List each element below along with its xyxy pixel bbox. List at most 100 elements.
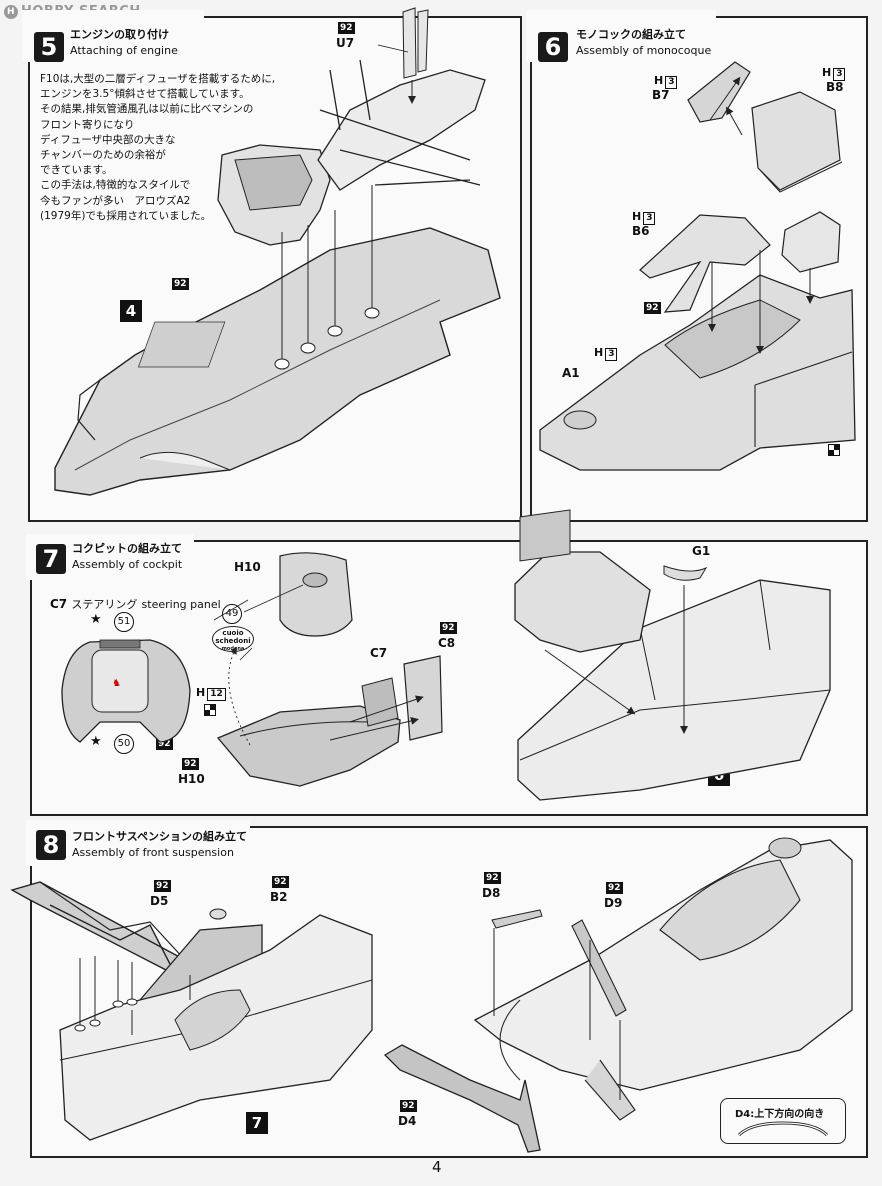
part-b7-label: B7	[652, 88, 670, 102]
svg-text:♞: ♞	[112, 678, 121, 689]
d4-part-shape	[383, 1044, 541, 1153]
step-7-number: 7	[36, 544, 66, 574]
part-c8-label: C8	[438, 636, 456, 650]
h-num: 3	[833, 68, 846, 81]
badge-line: schedoni	[215, 637, 251, 645]
h-label: H	[196, 686, 206, 699]
note-line: (1979年)でも採用されていました。	[40, 209, 212, 222]
step-5-title-jp: エンジンの取り付け	[70, 28, 169, 41]
checker-decal-icon	[828, 444, 840, 456]
color-code-d4: 92	[400, 1100, 417, 1112]
d9-part-shape	[571, 919, 627, 1017]
part-u7-label: U7	[336, 36, 355, 50]
step-8-title-en: Assembly of front suspension	[72, 846, 234, 859]
h-label: H	[632, 210, 642, 223]
color-code-floor: 92	[172, 278, 189, 290]
star-decal-icon: ★	[90, 734, 102, 749]
note-line: その結果,排気管通風孔は以前に比べマシンの	[40, 103, 254, 116]
star-decal-icon: ★	[90, 612, 102, 627]
ref-step-7: 7	[246, 1112, 268, 1134]
note-line: できています。	[40, 164, 113, 177]
d4-orientation-note: D4:上下方向の向き	[735, 1109, 825, 1120]
part-g1-label: G1	[692, 544, 711, 558]
part-d4-label: D4	[398, 1114, 417, 1128]
color-code-d8: 92	[484, 872, 501, 884]
color-code-d5: 92	[154, 880, 171, 892]
part-b6-label: B6	[632, 224, 650, 238]
steering-en: steering panel	[141, 598, 221, 611]
color-code-seat: 92	[182, 758, 199, 770]
b6-part-shape	[639, 214, 771, 313]
step-5-title-en: Attaching of engine	[70, 44, 178, 57]
note-line: エンジンを3.5°傾斜させて搭載しています。	[40, 88, 250, 101]
h-num: 12	[207, 688, 226, 701]
part-c7-label: C7	[370, 646, 388, 660]
h-label: H	[654, 74, 664, 87]
step-7-title-en: Assembly of cockpit	[72, 558, 183, 571]
steering-jp: ステアリング	[71, 598, 138, 611]
steering-panel-label: C7 ステアリング steering panel	[50, 596, 221, 612]
h-num: 3	[643, 212, 656, 225]
seatback-part-shape	[781, 211, 841, 273]
gearbox-frame-shape	[317, 69, 486, 191]
step-6-number: 6	[538, 32, 568, 62]
badge-line: cuoio	[222, 629, 244, 637]
note-line: チャンバーのための余裕が	[40, 149, 166, 162]
step-5-note: F10は,大型の二層ディフューザを搭載するために, エンジンを3.5°傾斜させて…	[40, 72, 275, 224]
u7-part-shape	[402, 7, 429, 79]
steering-part-id: C7	[50, 597, 68, 611]
hobby-search-logo-icon: H	[4, 4, 18, 19]
note-line: フロント寄りになり	[40, 118, 135, 131]
part-d5-label: D5	[150, 894, 169, 908]
monocoque-shape	[517, 579, 831, 801]
h10-top-view-shape	[279, 552, 353, 637]
b8-part-shape	[751, 91, 841, 191]
d4-orientation-box: D4:上下方向の向き	[720, 1098, 846, 1144]
seat-tub-shape	[216, 705, 401, 787]
part-h10-label: H10	[178, 772, 205, 786]
h-label: H	[594, 346, 604, 359]
h-num: 3	[605, 348, 618, 361]
part-h10-top-label: H10	[234, 560, 261, 574]
step-7-title-jp: コクピットの組み立て	[72, 542, 182, 555]
note-line: F10は,大型の二層ディフューザを搭載するために,	[40, 73, 276, 85]
color-code-b2: 92	[272, 876, 289, 888]
color-code-d9: 92	[606, 882, 623, 894]
d8-part-shape	[491, 909, 543, 929]
part-b2-label: B2	[270, 890, 288, 904]
note-line: この手法は,特徴的なスタイルで	[40, 179, 191, 192]
color-code-monocoque: 92	[644, 302, 661, 314]
page-number: 4	[432, 1158, 442, 1176]
h-num: 3	[665, 76, 678, 89]
step-6-title-en: Assembly of monocoque	[576, 44, 712, 57]
decal-49: 49	[222, 604, 242, 624]
step-8-title-jp: フロントサスペンションの組み立て	[72, 830, 248, 843]
c7-part-shape	[361, 677, 399, 727]
part-b8-label: B8	[826, 80, 844, 94]
car-right-shape	[473, 839, 853, 1091]
checker-decal-icon	[204, 704, 216, 716]
decal-51: 51	[114, 612, 134, 632]
color-code-c8: 92	[440, 622, 457, 634]
part-a1-label: A1	[562, 366, 580, 380]
ref-step-4: 4	[120, 300, 142, 322]
d4-orientation-drawing	[737, 1121, 829, 1137]
note-line: ディフューザ中央部の大きな	[40, 133, 176, 146]
d5-part-shape	[10, 881, 189, 973]
color-code-u7: 92	[338, 22, 355, 34]
decal-50: 50	[114, 734, 134, 754]
step-8-number: 8	[36, 830, 66, 860]
g1-part-shape	[663, 565, 708, 581]
part-d9-label: D9	[604, 896, 623, 910]
h-label: H	[822, 66, 832, 79]
step-5-number: 5	[34, 32, 64, 62]
